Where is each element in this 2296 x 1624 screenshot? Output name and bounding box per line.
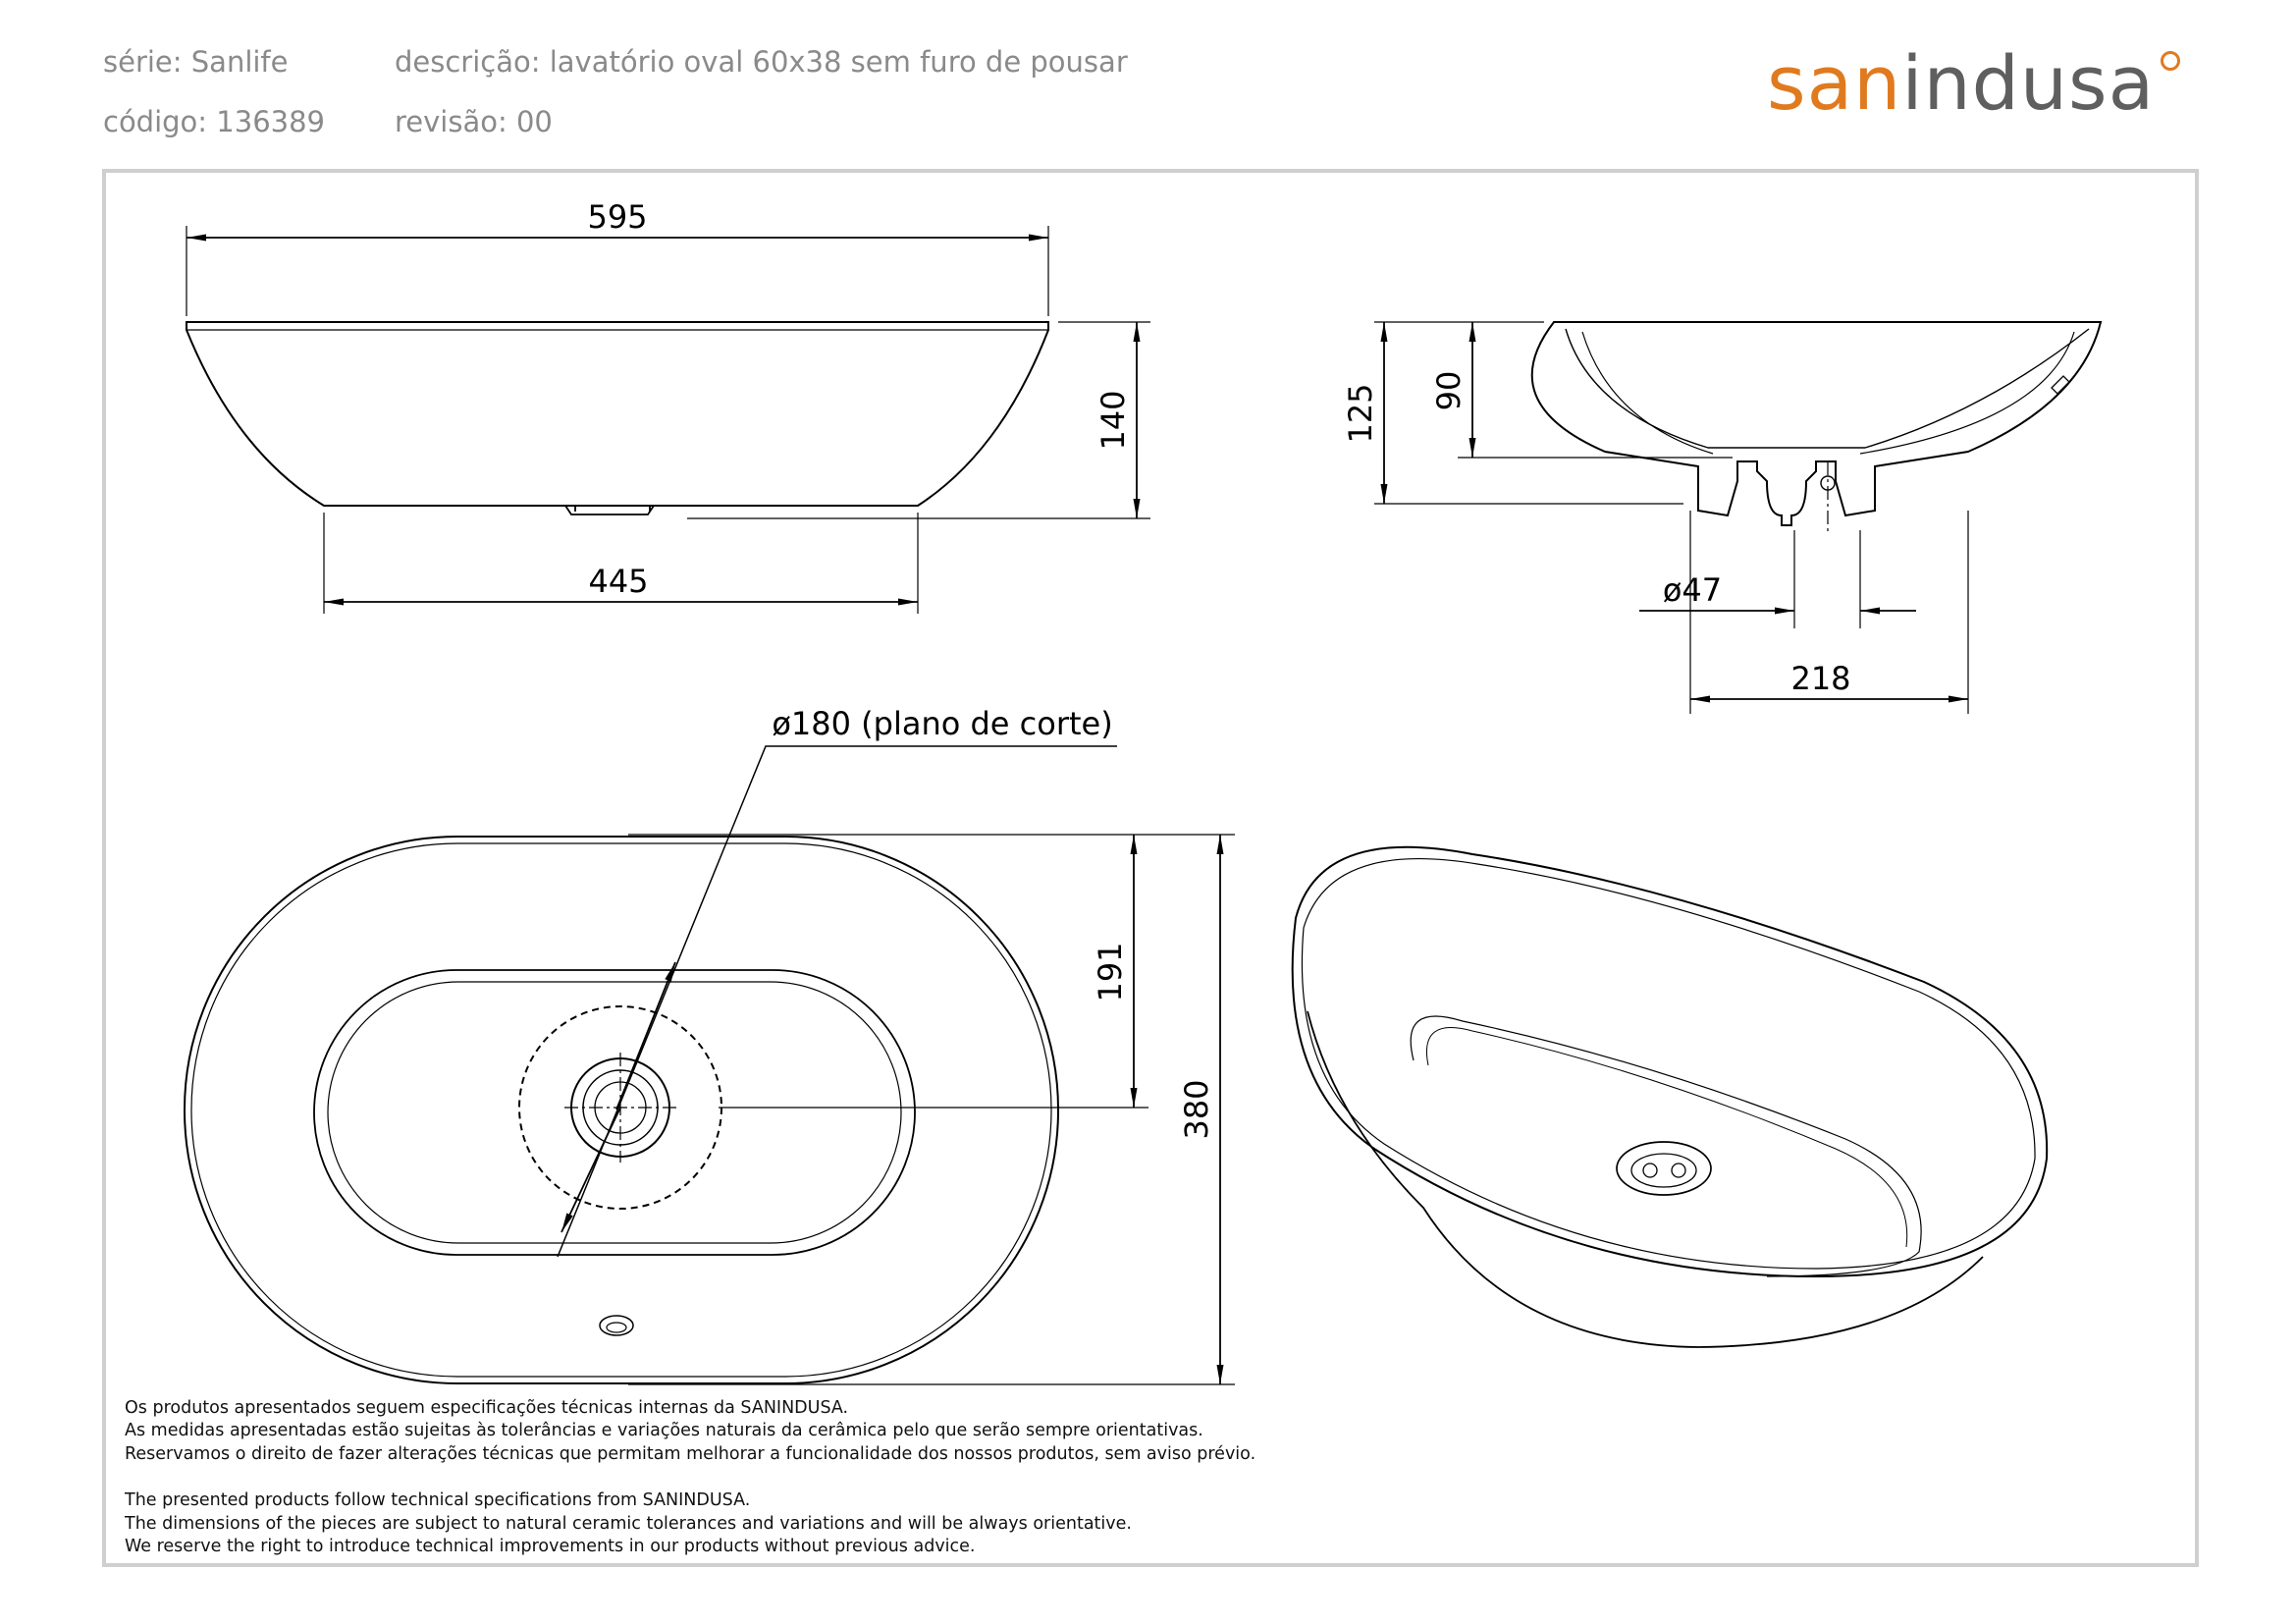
descricao-label: descrição: lavatório oval 60x38 sem furo…: [395, 45, 1128, 79]
dim-cut-plane: ø180 (plano de corte): [772, 705, 1112, 742]
note-en-1: The presented products follow technical …: [125, 1490, 751, 1510]
dim-47: ø47: [1663, 571, 1722, 609]
dim-191: 191: [1092, 942, 1129, 1001]
logo-part-san: san: [1767, 39, 1902, 127]
dim-125: 125: [1342, 383, 1379, 443]
note-en-2: The dimensions of the pieces are subject…: [125, 1514, 1132, 1534]
dim-380: 380: [1178, 1079, 1215, 1139]
dim-140: 140: [1095, 390, 1132, 450]
note-pt-3: Reservamos o direito de fazer alterações…: [125, 1444, 1256, 1464]
dim-218: 218: [1790, 660, 1850, 697]
side-view: [186, 226, 1150, 614]
note-en-3: We reserve the right to introduce techni…: [125, 1537, 976, 1556]
sanindusa-logo: sanindusa: [1767, 39, 2181, 127]
plan-view: [184, 745, 1235, 1385]
section-view: [1374, 321, 2103, 714]
dim-445: 445: [588, 563, 648, 600]
drawing-frame: [102, 169, 2199, 1567]
registered-mark-icon: [2161, 51, 2181, 71]
perspective-view: [1291, 845, 2049, 1348]
serie-label: série: Sanlife: [103, 45, 289, 79]
note-pt-1: Os produtos apresentados seguem especifi…: [125, 1398, 849, 1418]
logo-part-indusa: indusa: [1901, 39, 2156, 127]
note-pt-2: As medidas apresentadas estão sujeitas à…: [125, 1421, 1203, 1440]
revisao-label: revisão: 00: [395, 105, 553, 138]
codigo-label: código: 136389: [103, 105, 325, 138]
dim-90: 90: [1430, 371, 1468, 411]
dim-595: 595: [587, 198, 647, 236]
